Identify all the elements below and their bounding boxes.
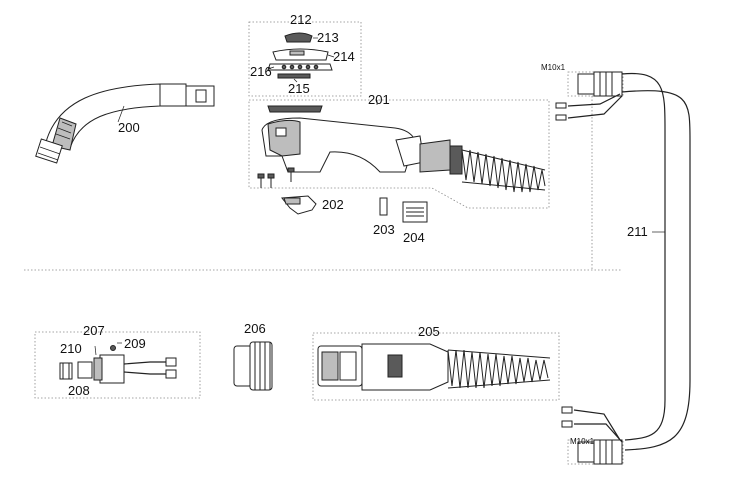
label-210: 210 <box>60 341 82 356</box>
part-202-trigger <box>281 195 317 215</box>
label-209: 209 <box>124 336 146 351</box>
label-212: 212 <box>290 12 312 27</box>
part-201-handle <box>257 100 546 193</box>
screws <box>257 167 295 188</box>
part-208-nut <box>59 362 73 380</box>
label-thread-top: M10x1 <box>541 63 566 72</box>
label-208: 208 <box>68 383 90 398</box>
part-203-pin <box>379 197 388 216</box>
part-209-screw <box>110 345 116 351</box>
label-214: 214 <box>333 49 355 64</box>
part-206-nut <box>233 341 273 391</box>
label-205: 205 <box>418 324 440 339</box>
part-200-swan-neck <box>35 83 215 164</box>
label-215: 215 <box>288 81 310 96</box>
label-203: 203 <box>373 222 395 237</box>
label-211: 211 <box>627 224 648 239</box>
label-202: 202 <box>322 197 344 212</box>
part-212-handle-cover-kit <box>267 32 335 83</box>
label-201: 201 <box>368 92 390 107</box>
group-box-205 <box>312 332 560 401</box>
label-204: 204 <box>403 230 425 245</box>
part-211-cable-assembly <box>555 71 691 465</box>
part-207-connector-group <box>59 342 177 384</box>
label-216: 216 <box>250 64 272 79</box>
label-213: 213 <box>317 30 339 45</box>
label-200: 200 <box>118 120 140 135</box>
part-204-switch <box>402 201 428 223</box>
part-205-cable-end <box>317 343 551 391</box>
label-206: 206 <box>244 321 266 336</box>
group-box-212 <box>248 21 362 97</box>
label-207: 207 <box>83 323 105 338</box>
label-thread-bottom: M10x1 <box>570 437 595 446</box>
